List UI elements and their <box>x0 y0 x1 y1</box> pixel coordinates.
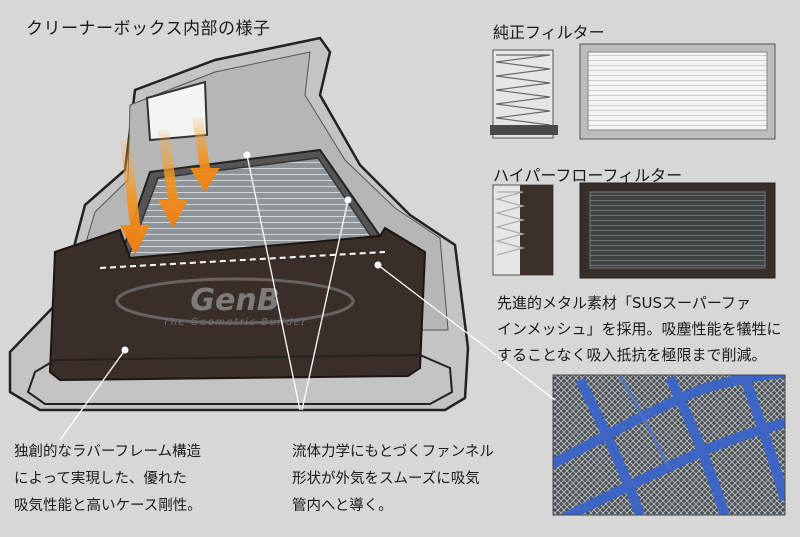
airflow-arrow-icon <box>190 118 220 192</box>
callout-line-funnel <box>246 154 301 411</box>
rubber-frame <box>26 226 454 405</box>
rubber-frame-description: 独創的なラバーフレーム構造 によって実現した、優れた 吸気性能と高いケース剛性。 <box>14 439 202 520</box>
sus-mesh-line: することなく吸入抵抗を極限まで削減。 <box>497 346 767 364</box>
sus-mesh-closeup <box>553 375 785 515</box>
rubber-frame-line: によって実現した、優れた <box>14 471 187 487</box>
callout-lines <box>59 151 556 441</box>
funnel-shape-description: 流体力学にもとづくファンネル 形状が外気をスムーズに吸気 管内へと導く。 <box>292 439 494 520</box>
standard-filter-images <box>490 43 776 140</box>
hyper-filter-images <box>492 182 776 279</box>
rubber-frame-line: 吸気性能と高いケース剛性。 <box>14 498 202 514</box>
sus-mesh-line: 先進的メタル素材「SUSスーパーファ <box>497 294 751 312</box>
funnel-shape-line: 管内へと導く。 <box>292 498 393 514</box>
airflow-arrow-icon <box>120 140 150 255</box>
airflow-arrows <box>120 118 220 255</box>
genb-logo: GenB The Geometric Builder <box>115 277 355 328</box>
callout-line-mesh <box>377 264 556 401</box>
rubber-frame-line: 独創的なラバーフレーム構造 <box>14 444 202 460</box>
airflow-arrow-icon <box>158 130 188 228</box>
callout-line-rubber <box>59 349 126 441</box>
callout-line-funnel-2 <box>301 199 349 411</box>
sus-mesh-line: インメッシュ」を採用。吸塵性能を犠牲に <box>497 320 782 338</box>
logo-brand-text: GenB <box>190 283 279 318</box>
logo-tagline-text: The Geometric Builder <box>163 317 307 328</box>
hyper-flow-filter-title: ハイパーフローフィルター <box>493 166 683 185</box>
funnel-shape-line: 流体力学にもとづくファンネル <box>292 444 494 460</box>
sus-mesh-description: 先進的メタル素材「SUSスーパーファ インメッシュ」を採用。吸塵性能を犠牲に す… <box>497 290 782 368</box>
funnel-shape-line: 形状が外気をスムーズに吸気 <box>292 471 480 487</box>
cleaner-box-title: クリーナーボックス内部の様子 <box>26 19 271 39</box>
standard-filter-title: 純正フィルター <box>493 23 605 42</box>
mesh-frame <box>552 374 786 516</box>
